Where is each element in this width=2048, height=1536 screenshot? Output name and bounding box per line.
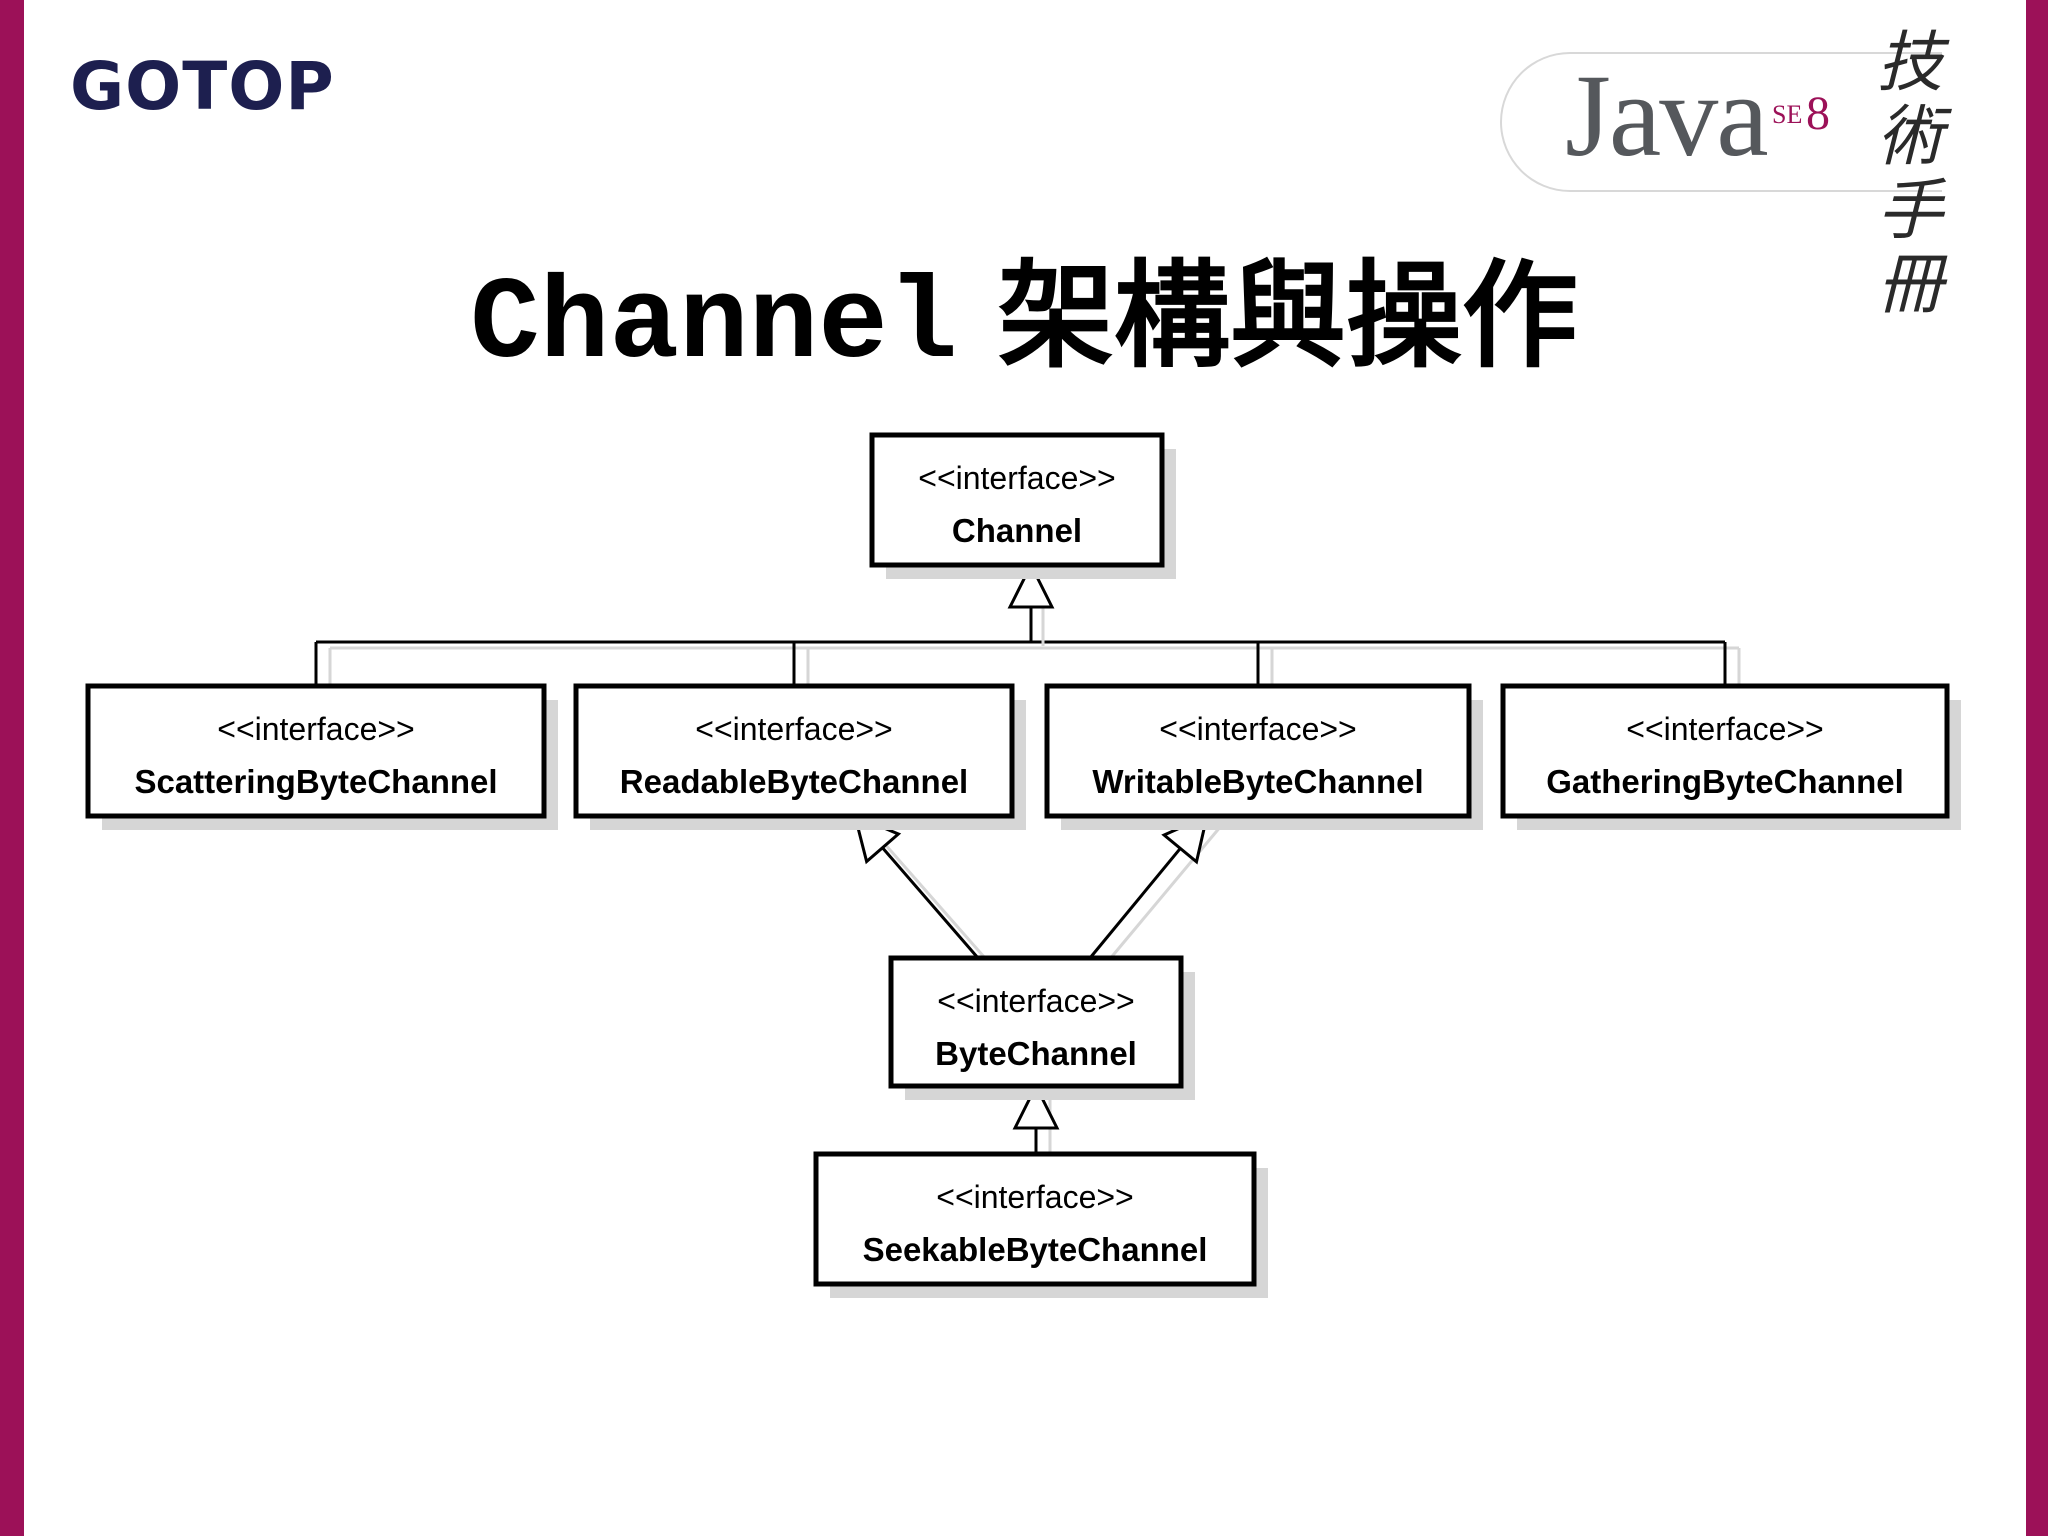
interface-box-byte: <<interface>> ByteChannel [888, 955, 1195, 1100]
interface-name: SeekableByteChannel [863, 1231, 1208, 1268]
interface-name: WritableByteChannel [1092, 763, 1423, 800]
edge-shadow-byte-readable [867, 825, 994, 967]
java-badge-version: 8 [1806, 87, 1830, 140]
interface-box-scattering: <<interface>> ScatteringByteChannel [85, 683, 558, 830]
left-side-bar [0, 0, 24, 1536]
edge-byte-to-readable [881, 846, 980, 959]
interface-stereotype: <<interface>> [217, 711, 414, 747]
node-layer: <<interface>> Channel <<interface>> Scatter… [85, 432, 1961, 1298]
interface-box-gathering: <<interface>> GatheringByteChannel [1500, 683, 1961, 830]
slide-title: Channel 架構與操作 [0, 222, 2048, 391]
slide-title-code: Channel [470, 259, 958, 391]
box-frame [1044, 683, 1472, 819]
interface-stereotype: <<interface>> [936, 1179, 1133, 1215]
box-frame [869, 432, 1165, 568]
box-frame [85, 683, 547, 819]
box-frame [1500, 683, 1950, 819]
interface-name: ByteChannel [935, 1035, 1137, 1072]
interface-box-seekable: <<interface>> SeekableByteChannel [813, 1151, 1268, 1298]
edge-shadow-byte-writable [1102, 825, 1223, 967]
interface-name: Channel [952, 512, 1082, 549]
edge-byte-to-writable [1088, 847, 1182, 959]
right-side-bar [2026, 0, 2048, 1536]
slide-title-cjk: 架構與操作 [957, 248, 1578, 384]
interface-box-readable: <<interface>> ReadableByteChannel [573, 683, 1026, 830]
interface-stereotype: <<interface>> [937, 983, 1134, 1019]
interface-name: GatheringByteChannel [1546, 763, 1904, 800]
java-badge-cjk-mark: 技術手冊 [1877, 24, 1943, 323]
gotop-logo: GOTOP [70, 48, 335, 125]
interface-name: ScatteringByteChannel [134, 763, 497, 800]
interface-stereotype: <<interface>> [918, 460, 1115, 496]
interface-box-channel: <<interface>> Channel [869, 432, 1176, 579]
interface-stereotype: <<interface>> [1159, 711, 1356, 747]
interface-stereotype: <<interface>> [695, 711, 892, 747]
java-badge-frame [1500, 52, 1942, 192]
box-frame [813, 1151, 1257, 1287]
interface-stereotype: <<interface>> [1626, 711, 1823, 747]
edge-layer [314, 561, 1741, 1162]
box-frame [888, 955, 1184, 1089]
box-frame [573, 683, 1015, 819]
java-badge-se: SE [1772, 100, 1803, 129]
interface-name: ReadableByteChannel [620, 763, 968, 800]
interface-box-writable: <<interface>> WritableByteChannel [1044, 683, 1483, 830]
java-badge-word: Java [1565, 50, 1769, 181]
